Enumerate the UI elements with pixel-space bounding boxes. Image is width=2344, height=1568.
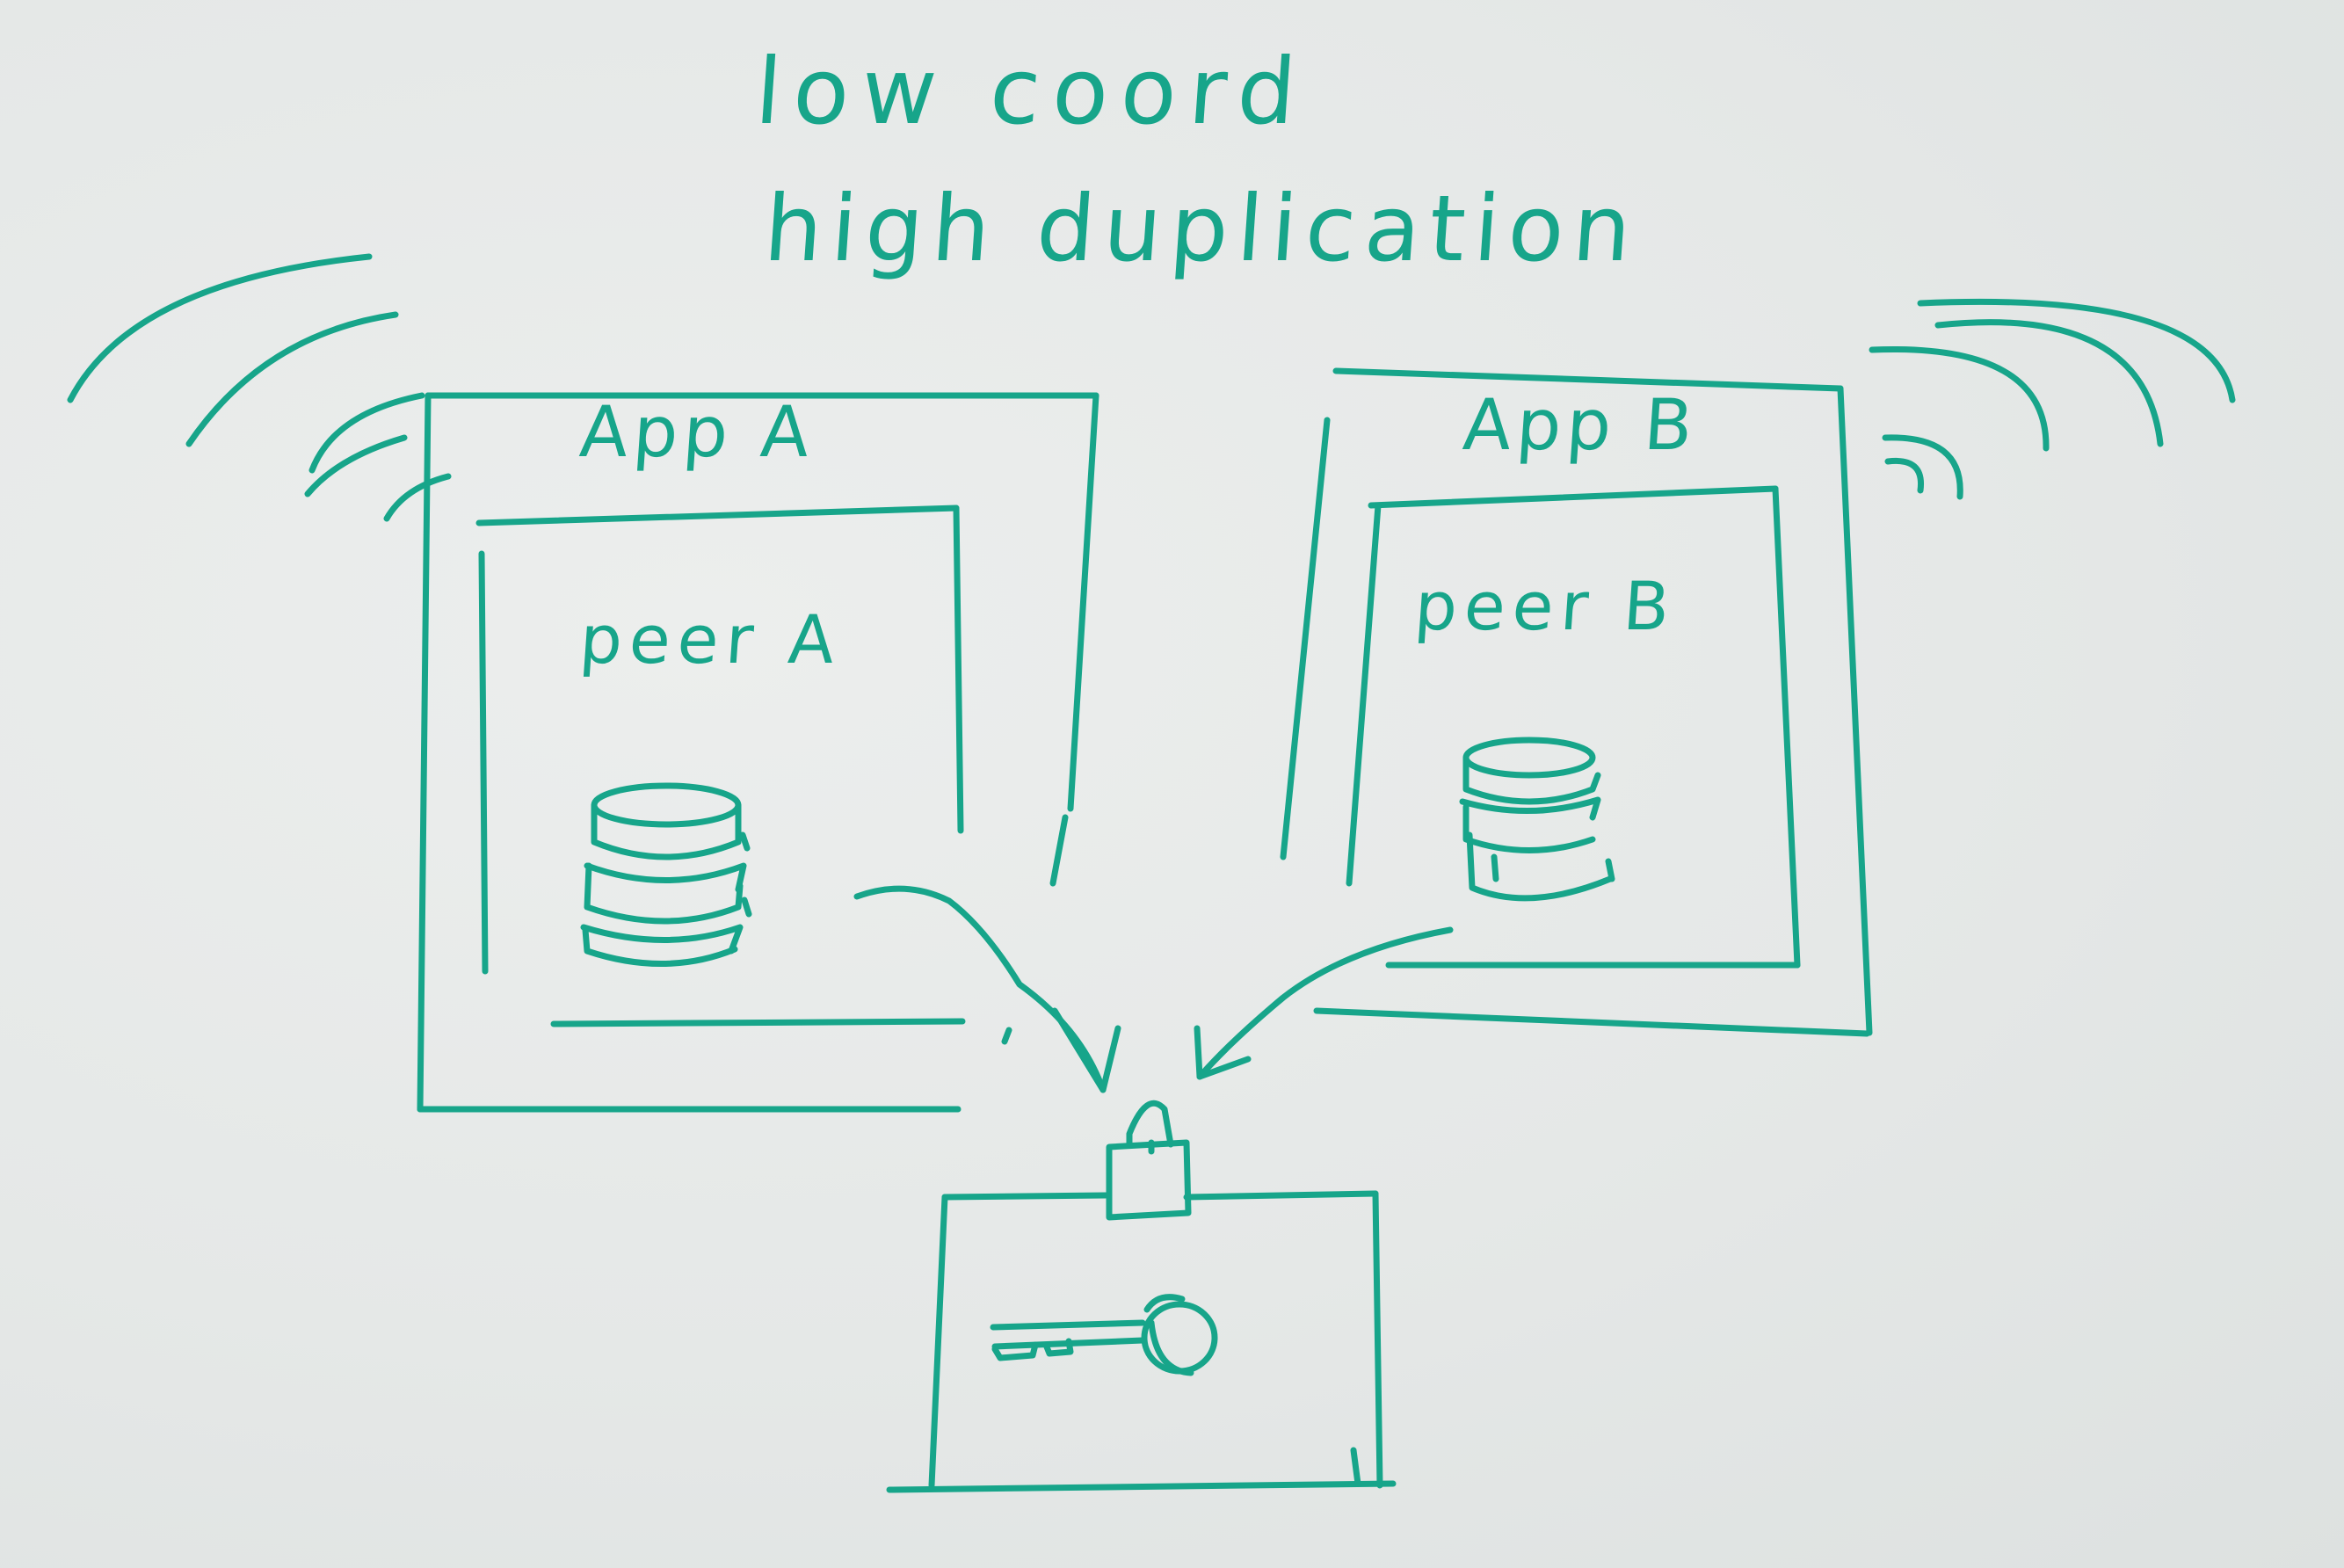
padlock-icon xyxy=(1106,1100,1192,1221)
wireless-signal-icon xyxy=(1869,298,2236,500)
peer-a-box xyxy=(475,505,966,1027)
arrow-b-to-store xyxy=(1194,926,1454,1080)
key-icon xyxy=(990,1294,1218,1376)
peer-b-label: peer B xyxy=(1411,567,1680,645)
app-b-label: App B xyxy=(1460,384,1701,466)
title-line-1: low coord xyxy=(751,38,1312,145)
app-a-box xyxy=(417,392,1099,1113)
peer-a-label: peer A xyxy=(577,600,845,679)
database-icon xyxy=(580,782,752,967)
database-icon xyxy=(1459,737,1615,902)
app-b-box xyxy=(1280,367,1873,1037)
wireless-signal-icon xyxy=(67,253,452,522)
app-a-label: App A xyxy=(577,391,817,473)
arrow-a-to-store xyxy=(853,885,1121,1093)
peer-b-box xyxy=(1346,485,1801,969)
shared-store-box xyxy=(886,1190,1397,1493)
title-line-2: high duplication xyxy=(760,175,1644,282)
